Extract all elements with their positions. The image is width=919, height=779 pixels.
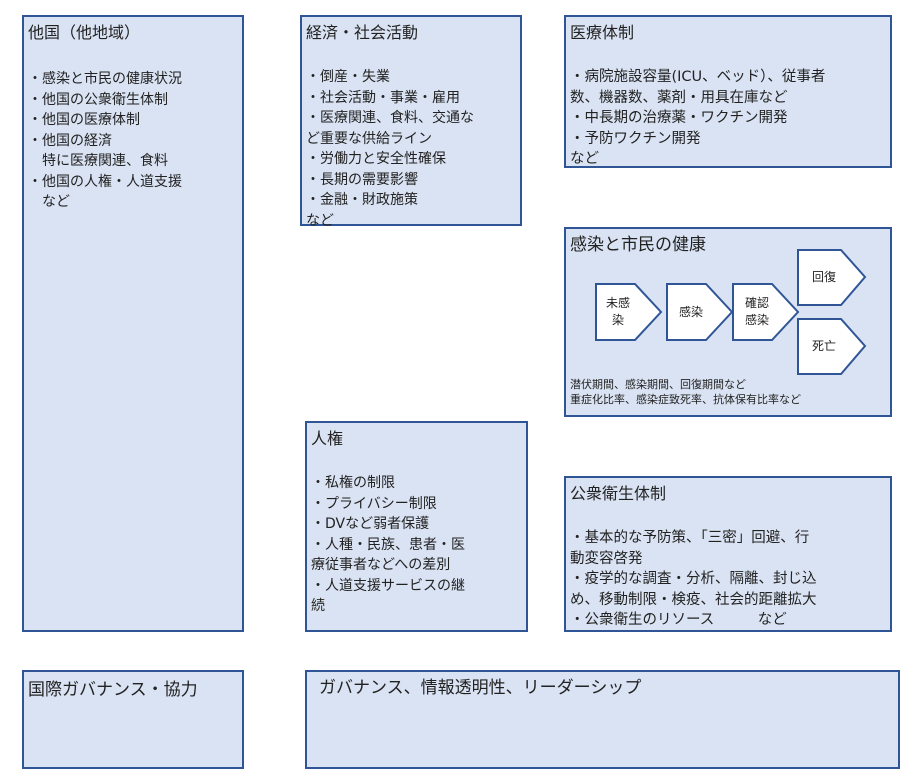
list-item: ・労働力と安全性確保 xyxy=(306,151,446,167)
list-item: 動変容啓発 xyxy=(570,550,643,567)
list-item: ・長期の需要影響 xyxy=(306,171,418,188)
list-item: ・病院施設容量(ICU、ベッド）、従事者 xyxy=(570,69,826,85)
economy-box: 経済・社会活動 ・倒産・失業 ・社会活動・事業・雇用 ・医療関連、食料、交通な … xyxy=(300,15,522,229)
international-title: 国際ガバナンス・協力 xyxy=(28,680,198,700)
medical-list: ・病院施設容量(ICU、ベッド）、従事者 数、機器数、薬剤・用具在庫など ・中長… xyxy=(570,67,888,170)
list-item: ・人道支援サービスの継 xyxy=(311,577,465,594)
list-item: 数、機器数、薬剤・用具在庫など xyxy=(570,89,788,106)
stage-uninfected: 未感 染 xyxy=(595,283,663,341)
infection-note: 潜伏期間、感染期間、回復期間など xyxy=(570,378,746,391)
list-item: ど重要な供給ライン xyxy=(306,130,432,147)
other-countries-list: ・感染と市民の健康状況 ・他国の公衆衛生体制 ・他国の医療体制 ・他国の経済 特… xyxy=(28,69,240,213)
list-item: ・基本的な予防策、「三密」回避、行 xyxy=(570,530,810,546)
list-item: ・倒産・失業 xyxy=(306,69,390,85)
human-rights-list: ・私権の制限 ・プライバシー制限 ・DVなど弱者保護 ・人種・民族、患者・医 療… xyxy=(311,473,524,617)
list-item: ・中長期の治療薬・ワクチン開発 xyxy=(570,110,788,126)
stage-label: 死亡 xyxy=(811,339,836,353)
stage-recovered: 回復 xyxy=(797,249,867,306)
international-box: 国際ガバナンス・協力 xyxy=(22,670,244,769)
governance-box: ガバナンス、情報透明性、リーダーシップ xyxy=(305,670,900,769)
list-item: など xyxy=(570,151,599,167)
list-item: ・疫学的な調査・分析、隔離、封じ込 xyxy=(570,571,817,587)
list-item: ・他国の公衆衛生体制 xyxy=(28,91,168,108)
economy-list: ・倒産・失業 ・社会活動・事業・雇用 ・医療関連、食料、交通な ど重要な供給ライ… xyxy=(306,67,518,231)
list-item: ・私権の制限 xyxy=(311,475,395,491)
human-rights-title: 人権 xyxy=(311,429,344,448)
stage-label: 未感 染 xyxy=(605,296,630,327)
list-item: ・他国の経済 xyxy=(28,132,112,149)
list-item: ・DVなど弱者保護 xyxy=(311,516,430,532)
list-item: など xyxy=(306,212,334,229)
list-item: ・医療関連、食料、交通な xyxy=(306,110,474,126)
list-item: ・社会活動・事業・雇用 xyxy=(306,89,460,106)
public-health-title: 公衆衛生体制 xyxy=(570,484,667,503)
list-item: 療従事者などへの差別 xyxy=(311,557,451,573)
governance-title: ガバナンス、情報透明性、リーダーシップ xyxy=(319,678,642,698)
list-item: ・プライバシー制限 xyxy=(311,495,437,512)
stage-label: 回復 xyxy=(811,270,836,284)
list-item: め、移動制限・検疫、社会的距離拡大 xyxy=(570,591,817,608)
infection-title: 感染と市民の健康 xyxy=(570,235,706,255)
list-item: ・他国の人権・人道支援 xyxy=(28,173,182,190)
stage-confirmed: 確認 感染 xyxy=(732,283,800,341)
infection-box: 感染と市民の健康 未感 染 感染 確認 感染 回復 死亡 潜伏期間、感染期間、回… xyxy=(564,227,892,417)
economy-title: 経済・社会活動 xyxy=(306,23,419,42)
stage-label: 確認 感染 xyxy=(744,296,769,327)
list-item: ・金融・財政施策 xyxy=(306,192,418,208)
public-health-list: ・基本的な予防策、「三密」回避、行 動変容啓発 ・疫学的な調査・分析、隔離、封じ… xyxy=(570,528,888,631)
other-countries-title: 他国（他地域） xyxy=(28,23,141,42)
list-item: ・公衆衛生のリソース など xyxy=(570,612,787,628)
list-item: ・感染と市民の健康状況 xyxy=(28,71,182,87)
stage-deceased: 死亡 xyxy=(797,318,867,375)
medical-title: 医療体制 xyxy=(570,23,635,42)
stage-infected: 感染 xyxy=(666,283,734,341)
stage-label: 感染 xyxy=(678,304,703,319)
list-item: 特に医療関連、食料 xyxy=(42,153,168,169)
list-item: 続 xyxy=(311,598,325,614)
infection-note: 重症化比率、感染症致死率、抗体保有比率など xyxy=(570,393,801,406)
public-health-box: 公衆衛生体制 ・基本的な予防策、「三密」回避、行 動変容啓発 ・疫学的な調査・分… xyxy=(564,476,892,632)
list-item: など xyxy=(42,194,70,210)
other-countries-box: 他国（他地域） ・感染と市民の健康状況 ・他国の公衆衛生体制 ・他国の医療体制 … xyxy=(22,15,244,632)
list-item: ・人種・民族、患者・医 xyxy=(311,536,465,553)
medical-box: 医療体制 ・病院施設容量(ICU、ベッド）、従事者 数、機器数、薬剤・用具在庫な… xyxy=(564,15,892,168)
list-item: ・他国の医療体制 xyxy=(28,112,140,128)
human-rights-box: 人権 ・私権の制限 ・プライバシー制限 ・DVなど弱者保護 ・人種・民族、患者・… xyxy=(305,421,528,632)
list-item: ・予防ワクチン開発 xyxy=(570,130,701,147)
